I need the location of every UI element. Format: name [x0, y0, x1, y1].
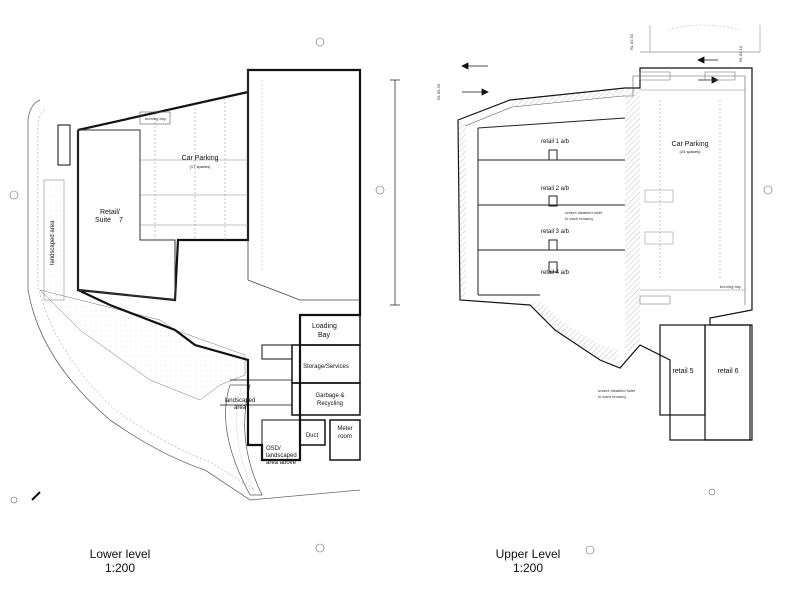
lower-landscaped-left-label: landscaped area — [50, 220, 56, 265]
lower-site-boundary — [27, 99, 361, 501]
lower-retail-suite-outline — [77, 129, 176, 301]
lower-osd-label: OSD/ — [266, 446, 281, 452]
lower-garbage-label: Garbage & — [315, 393, 344, 399]
lower-storage-label: Storage/Services — [303, 364, 349, 370]
upper-burning-bay-label: burning bay — [720, 284, 741, 289]
upper-unisex-note-mid-2: to each tenancy — [565, 216, 593, 221]
lower-service-rooms — [220, 314, 361, 461]
lower-retail-label-line1: Retail/ — [100, 209, 120, 216]
upper-level-name: Upper Level — [495, 547, 561, 561]
lower-grid-markers — [9, 37, 385, 553]
lower-walkway — [225, 384, 263, 496]
upper-rl-right-label: RL 83.10 — [738, 45, 743, 62]
lower-osd-label-2: landscaped — [266, 453, 297, 459]
lower-north-tick — [31, 491, 41, 501]
lower-meter-label: Meter — [337, 426, 352, 432]
upper-grid-markers — [585, 185, 773, 555]
upper-retail3-label: retail 3 a/b — [541, 229, 570, 235]
lower-duct-label: Duct — [306, 433, 319, 439]
lower-landscaped-bottom-label: landscaped — [225, 398, 256, 404]
upper-retail6-label: retail 6 — [717, 368, 738, 375]
upper-unisex-note-mid: unisex disabled toilet — [565, 210, 603, 215]
lower-landscaped-bottom-label-2: area — [234, 405, 247, 411]
lower-loading-bay-label-2: Bay — [318, 332, 331, 339]
upper-level-title: Upper Level 1:200 — [468, 547, 588, 575]
lower-burning-bay-label: burning bay — [145, 116, 166, 121]
lower-level-title: Lower level 1:200 — [60, 547, 180, 575]
upper-car-parking-label: Car Parking — [672, 141, 709, 148]
upper-retail5-label: retail 5 — [672, 368, 693, 375]
upper-unisex-note-low: unisex disabled toilet — [598, 388, 636, 393]
upper-rl-top-label: RL 82.50 — [629, 33, 634, 50]
lower-landscaped-strip — [43, 179, 65, 301]
upper-car-parking-sublabel: (24 spaces) — [680, 149, 702, 154]
lower-car-parking-label: Car Parking — [182, 155, 219, 162]
upper-level-plan: RL 82.50 RL 83.10 RL 83.50 — [436, 24, 773, 555]
lower-osd-label-3: area above — [266, 460, 297, 466]
lower-car-parking-grid — [140, 98, 248, 240]
lower-level-scale: 1:200 — [104, 561, 136, 575]
upper-retail-5-6 — [659, 324, 751, 441]
upper-car-parking — [640, 89, 745, 291]
upper-retail4-label: retail 4 a/b — [541, 270, 570, 276]
lower-building-outline — [76, 68, 362, 462]
upper-retail2-label: retail 2 a/b — [541, 186, 570, 192]
upper-rl-left-label: RL 83.50 — [436, 83, 441, 100]
upper-level-scale: 1:200 — [512, 561, 544, 575]
upper-unisex-note-low-2: to each tenancy — [598, 394, 626, 399]
upper-retail1-label: retail 1 a/b — [541, 139, 570, 145]
lower-retail-label-number: 7 — [119, 217, 123, 224]
lower-forecourt-hatch — [39, 289, 246, 401]
lower-car-parking-sublabel: (17 spaces) — [190, 164, 212, 169]
lower-level-plan: Car Parking (17 spaces) burning bay Reta… — [9, 37, 400, 553]
lower-recycling-label: Recycling — [317, 401, 343, 407]
upper-outer-wall — [457, 67, 753, 441]
lower-retail-label-line2: Suite — [95, 217, 111, 224]
lower-meter-label-2: room — [338, 434, 352, 440]
lower-loading-bay-label: Loading — [312, 323, 337, 330]
lower-level-name: Lower level — [89, 547, 151, 561]
upper-retail-tenancies — [477, 117, 626, 296]
